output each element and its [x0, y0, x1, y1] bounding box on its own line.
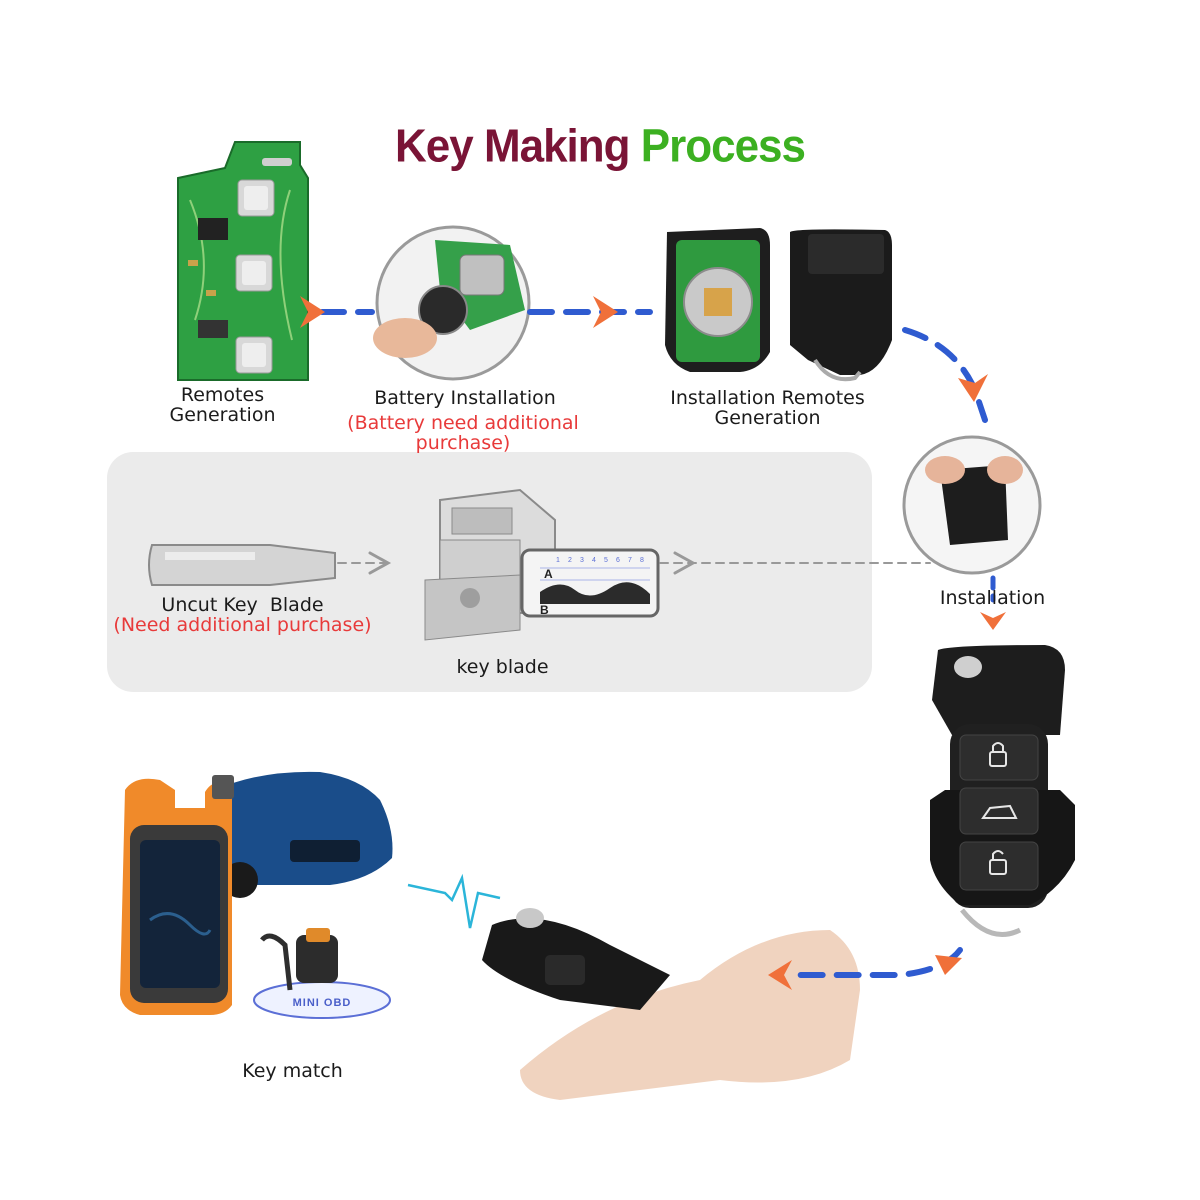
label-key-blade: key blade	[456, 656, 549, 678]
label-key-match: Key match	[242, 1060, 343, 1082]
blade-chart-digit: 8	[640, 557, 644, 564]
lock-icon	[989, 742, 1007, 767]
label-battery-note: (Battery need additional purchase)	[347, 412, 579, 454]
remote-shell-image	[665, 228, 892, 382]
battery-installation-image	[373, 225, 531, 381]
title-part-2: Process	[640, 120, 806, 173]
blade-chart-digit: 7	[628, 557, 632, 564]
label-remotes-generation: Remotes Generation	[169, 384, 276, 426]
key-programmer-image	[120, 775, 234, 1015]
blade-chart-digit: 4	[592, 557, 596, 564]
blade-chart-digit: 3	[580, 557, 584, 564]
label-uncut-key-blade: Uncut Key Blade	[161, 594, 324, 616]
label-installation-remotes-generation: Installation Remotes Generation	[670, 387, 865, 429]
blade-chart-digit: 1	[556, 557, 560, 564]
unlock-icon	[989, 850, 1007, 875]
blade-chart-row-a: A	[544, 567, 553, 581]
blade-chart-digit: 6	[616, 557, 620, 564]
uncut-blade-image	[148, 544, 336, 586]
label-battery-installation: Battery Installation	[374, 387, 556, 409]
flip-key-image	[930, 645, 1075, 937]
label-uncut-note: (Need additional purchase)	[113, 614, 372, 636]
label-installation: Installation	[939, 587, 1046, 609]
blade-chart-digits: 1 2 3 4 5 6 7 8	[556, 557, 644, 564]
blade-chart	[520, 548, 660, 618]
mini-obd-label: MINI OBD	[293, 997, 352, 1009]
blade-chart-digit: 2	[568, 557, 572, 564]
mini-obd-image	[253, 928, 391, 1019]
car-image	[215, 771, 393, 898]
flow-arrows	[300, 296, 1006, 990]
pcb-board-image	[177, 141, 309, 381]
blade-chart-digit: 5	[604, 557, 608, 564]
title-part-1: Key Making	[395, 120, 631, 173]
signal-wave-icon	[407, 873, 501, 929]
page-title: Key Making Process	[0, 121, 1200, 174]
trunk-icon	[981, 804, 1018, 819]
blade-chart-row-b: B	[540, 603, 549, 617]
installation-image	[902, 435, 1042, 575]
hand-with-key-image	[482, 908, 860, 1100]
